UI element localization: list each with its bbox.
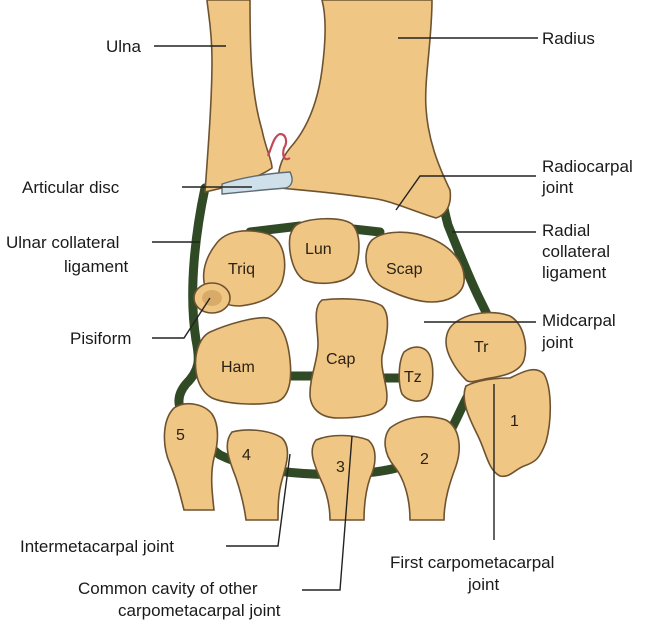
pisiform-center: [202, 290, 222, 306]
metacarpal-5-bone: [164, 404, 217, 510]
label-ulnar-collateral-line2: ligament: [64, 257, 129, 276]
bone-label-tz: Tz: [404, 369, 422, 386]
bone-label-ham: Ham: [221, 359, 255, 376]
metacarpal-2-bone: [385, 417, 459, 520]
bone-label-lun: Lun: [305, 241, 332, 258]
label-pisiform: Pisiform: [70, 329, 131, 348]
label-midcarpal-line2: joint: [541, 333, 573, 352]
label-radius: Radius: [542, 29, 595, 48]
radius-bone: [278, 0, 450, 218]
bone-label-metacarpal-3: 3: [336, 459, 345, 476]
bone-label-scap: Scap: [386, 261, 423, 278]
bone-label-cap: Cap: [326, 351, 355, 368]
label-radial-collateral-line2: collateral: [542, 242, 610, 261]
label-articular-disc: Articular disc: [22, 178, 120, 197]
metacarpal-3-bone: [312, 436, 375, 521]
bone-label-triq: Triq: [228, 261, 255, 278]
label-common-cavity-line1: Common cavity of other: [78, 579, 258, 598]
ulna-bone: [205, 0, 272, 192]
metacarpal-1-bone: [464, 370, 550, 477]
label-midcarpal-line1: Midcarpal: [542, 311, 616, 330]
label-ulnar-collateral-line1: Ulnar collateral: [6, 233, 119, 252]
bone-label-metacarpal-4: 4: [242, 447, 251, 464]
bone-label-metacarpal-5: 5: [176, 427, 185, 444]
label-radial-collateral-line1: Radial: [542, 221, 590, 240]
label-radial-collateral-line3: ligament: [542, 263, 607, 282]
label-radiocarpal-line2: joint: [541, 178, 573, 197]
label-intermetacarpal: Intermetacarpal joint: [20, 537, 174, 556]
metacarpal-4-bone: [227, 430, 287, 520]
label-first-cmc-line2: joint: [467, 575, 499, 594]
label-first-cmc-line1: First carpometacarpal: [390, 553, 554, 572]
bone-label-metacarpal-2: 2: [420, 451, 429, 468]
label-radiocarpal-line1: Radiocarpal: [542, 157, 633, 176]
bone-label-tr: Tr: [474, 339, 489, 356]
label-ulna: Ulna: [106, 37, 142, 56]
bone-label-metacarpal-1: 1: [510, 413, 519, 430]
label-common-cavity-line2: carpometacarpal joint: [118, 601, 281, 620]
